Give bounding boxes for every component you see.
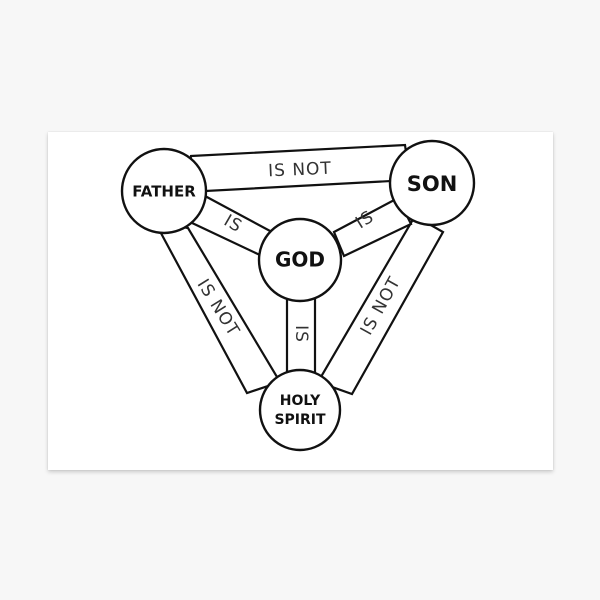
band-father-son: IS NOT [185, 143, 412, 194]
node-father: FATHER [120, 147, 208, 235]
node-holy-spirit: HOLY SPIRIT [258, 368, 342, 452]
node-label-holy-spirit-line1: HOLY [280, 393, 321, 409]
node-label-god: GOD [275, 248, 325, 272]
node-son: SON [388, 139, 476, 227]
node-god: GOD [257, 217, 343, 303]
band-label-holy-spirit-god: IS [291, 325, 311, 343]
node-label-holy-spirit-line2: SPIRIT [274, 412, 326, 428]
node-label-son: SON [407, 172, 458, 196]
node-label-father: FATHER [132, 183, 196, 201]
band-holy-spirit-god: IS [285, 294, 317, 378]
band-label-father-son: IS NOT [268, 159, 333, 182]
